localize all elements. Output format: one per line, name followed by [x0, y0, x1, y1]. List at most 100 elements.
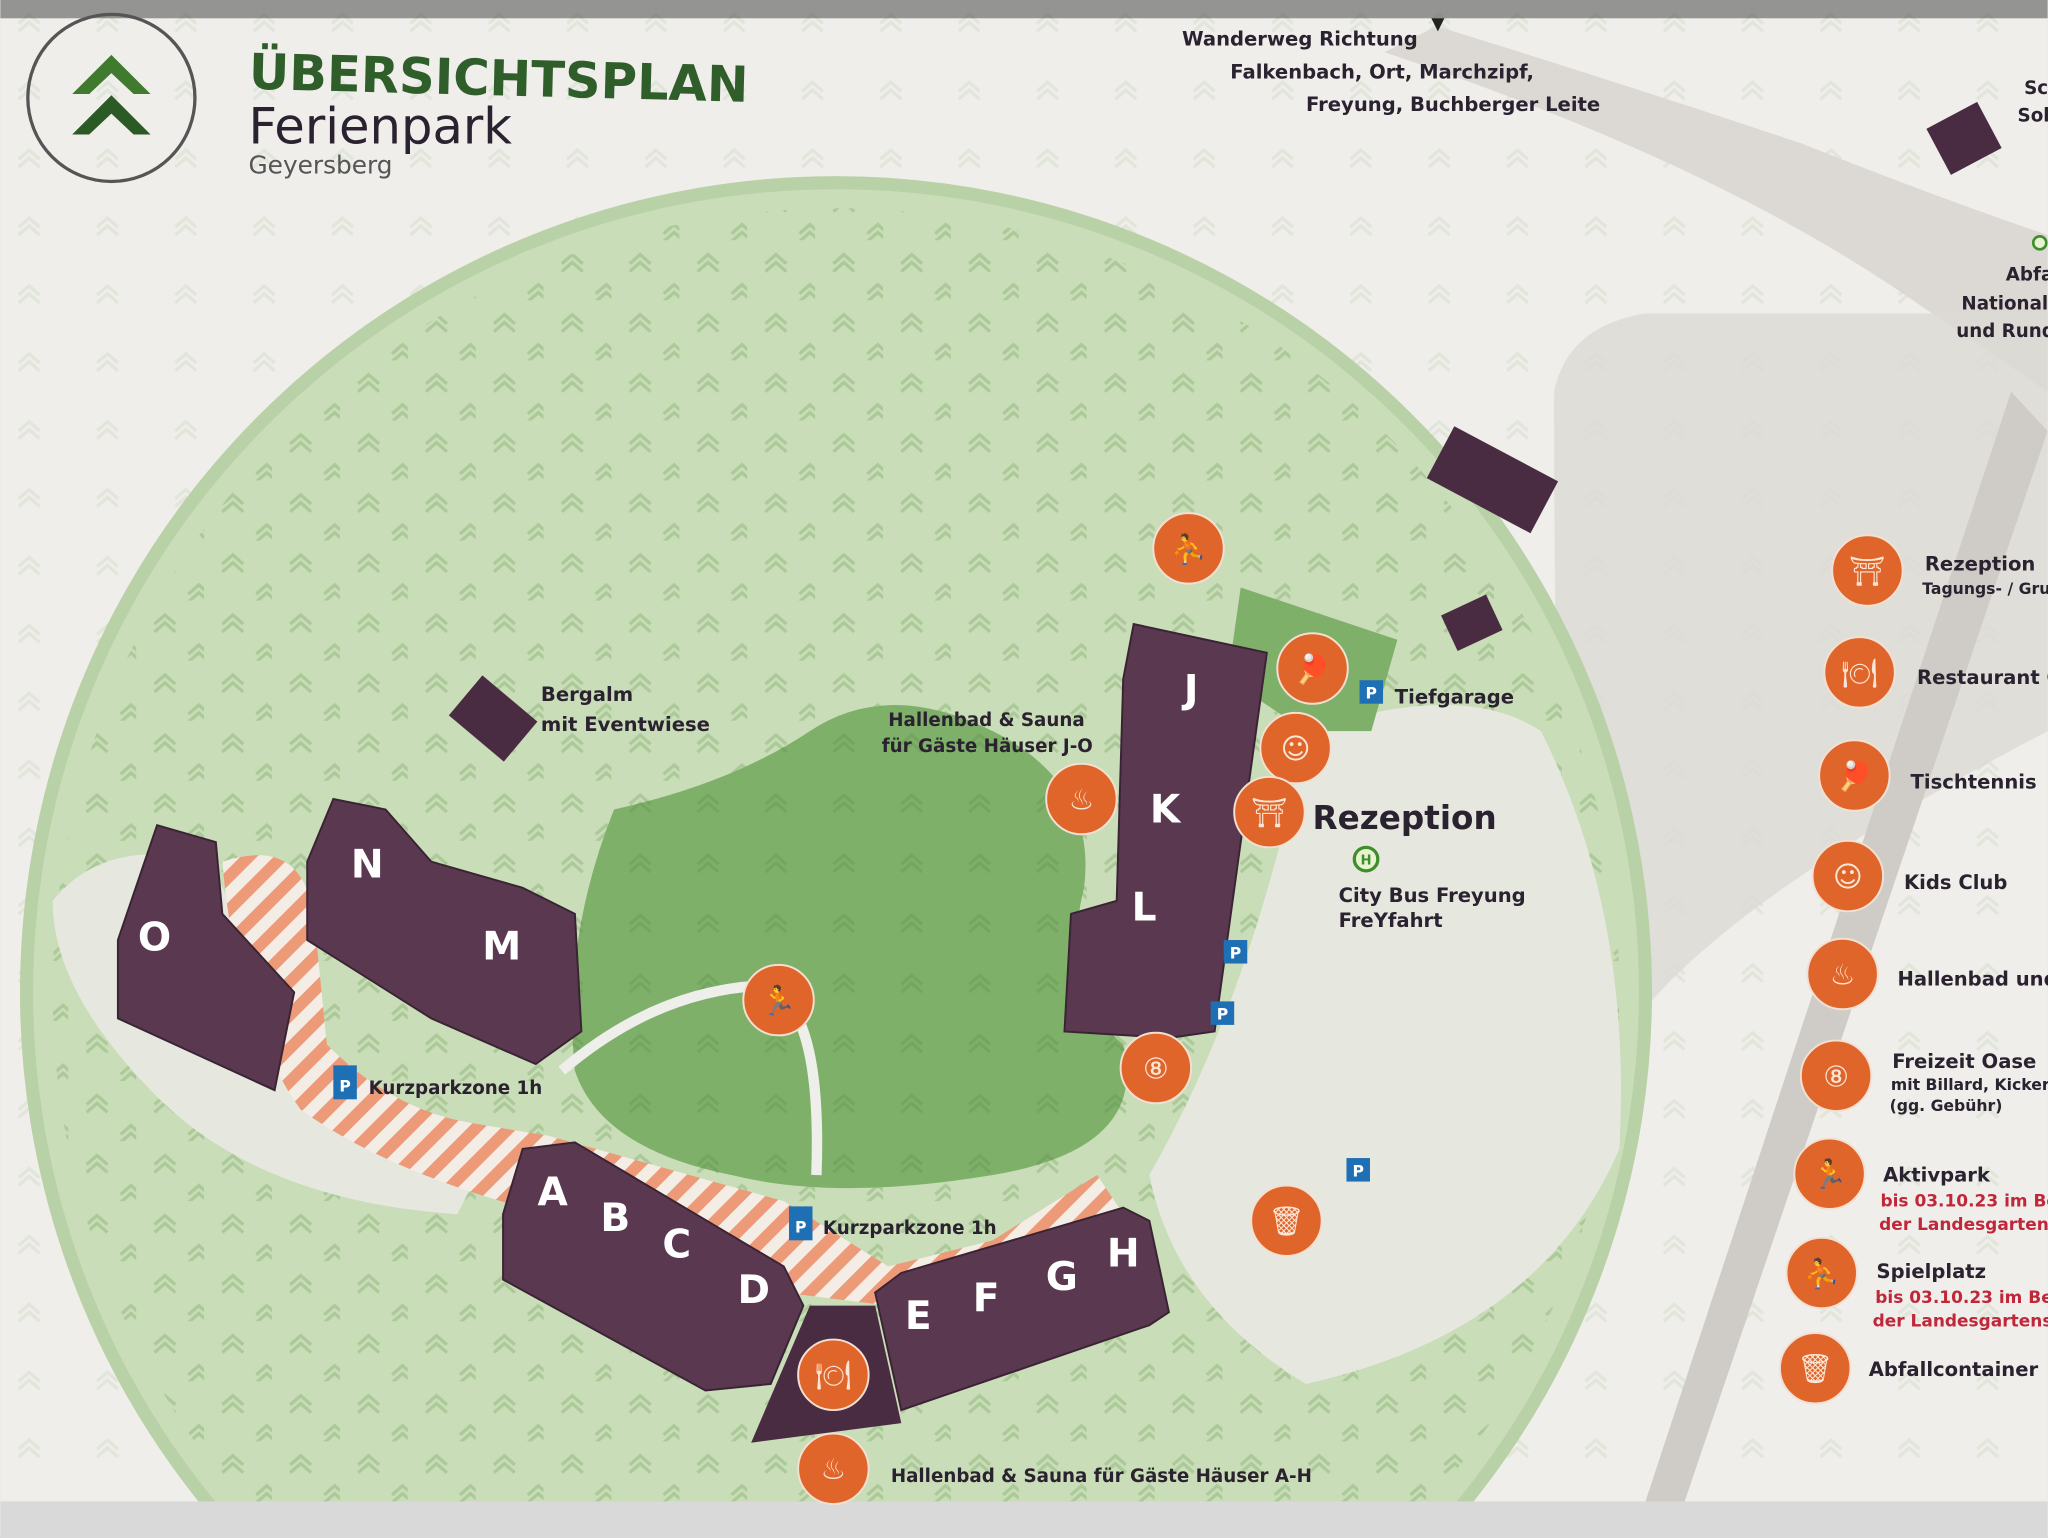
svg-text:bis 03.10.23 im Be: bis 03.10.23 im Be	[1880, 1191, 2048, 1211]
building-N-M[interactable]: N M	[306, 797, 583, 1066]
svg-text:🍽: 🍽	[1841, 656, 1877, 690]
table-tennis-icon[interactable]: 🏓	[1276, 632, 1349, 705]
building-label-g: G	[1046, 1255, 1078, 1300]
svg-text:Hallenbad und S: Hallenbad und S	[1897, 968, 2048, 991]
billiard-icon[interactable]: ⑧	[1119, 1031, 1193, 1105]
kurzparkzone-label-1: Kurzparkzone 1h	[369, 1078, 543, 1099]
svg-text:🗑: 🗑	[1797, 1352, 1833, 1386]
building-label-a: A	[538, 1170, 569, 1215]
road-east-area	[1554, 313, 2048, 1045]
svg-text:für Gäste Häuser J-O: für Gäste Häuser J-O	[882, 736, 1093, 757]
parking-sign-tiefgarage: P	[1359, 680, 1384, 704]
building-outside-2	[1441, 594, 1503, 652]
building-label-l: L	[1132, 885, 1157, 930]
svg-text:🍽: 🍽	[815, 1358, 851, 1392]
central-meadow-trees	[572, 705, 1127, 1189]
bergalm-label: Bergalm mit Eventwiese	[541, 683, 710, 736]
legend-item-hallenbad: ♨ Hallenbad und S	[1806, 937, 2048, 1011]
parking-sign-kurzpark-2: P	[788, 1206, 813, 1241]
svg-text:Bergalm: Bergalm	[541, 683, 633, 706]
svg-text:Freizeit Oase: Freizeit Oase	[1892, 1050, 2036, 1073]
svg-text:P: P	[1217, 1005, 1228, 1024]
legend-item-tischtennis: 🏓 Tischtennis	[1818, 739, 2037, 812]
playground-icon[interactable]: ⛹	[1152, 512, 1225, 585]
building-label-k: K	[1150, 788, 1182, 833]
svg-text:🏃: 🏃	[1812, 1157, 1848, 1191]
hallenbad-ah-label: Hallenbad & Sauna für Gäste Häuser A-H	[891, 1466, 1312, 1487]
legend-item-aktivpark: 🏃 Aktivpark bis 03.10.23 im Be der Lande…	[1793, 1137, 2048, 1235]
svg-text:Tischtennis: Tischtennis	[1911, 771, 2037, 794]
svg-text:Spielplatz: Spielplatz	[1877, 1260, 1987, 1283]
building-label-e: E	[905, 1294, 932, 1339]
parking-sign-3: P	[1346, 1158, 1370, 1182]
building-outside-3	[1926, 101, 2002, 175]
kids-club-icon	[1811, 839, 1885, 913]
svg-text:FreYfahrt: FreYfahrt	[1339, 909, 1443, 932]
building-A-D[interactable]: A B C D	[502, 1141, 805, 1392]
svg-text:Hallenbad & Sauna: Hallenbad & Sauna	[888, 710, 1084, 731]
parking-sign-2: P	[1210, 1001, 1235, 1025]
billiard-icon	[1799, 1039, 1873, 1113]
map-location: Geyersberg	[248, 151, 392, 180]
building-label-m: M	[482, 925, 521, 970]
svg-text:⛩: ⛩	[1251, 796, 1287, 830]
svg-text:National: National	[1961, 293, 2048, 314]
map-subtitle: Ferienpark	[248, 98, 512, 156]
building-label-c: C	[662, 1222, 691, 1267]
building-J-K-L[interactable]: J K L	[1063, 622, 1268, 1039]
svg-text:♨: ♨	[1069, 782, 1095, 816]
svg-text:P: P	[1366, 683, 1377, 702]
svg-text:⑧: ⑧	[1823, 1059, 1849, 1093]
svg-text:🗑: 🗑	[1268, 1204, 1304, 1238]
kids-club-icon[interactable]: ☺	[1259, 711, 1332, 785]
svg-text:Abfa: Abfa	[2006, 265, 2048, 286]
svg-text:bis 03.10.23 im Be: bis 03.10.23 im Be	[1875, 1288, 2048, 1308]
hallenbad-jo-label: Hallenbad & Sauna für Gäste Häuser J-O	[882, 710, 1093, 757]
direction-arrow-icon	[1431, 18, 1445, 32]
svg-text:♨: ♨	[821, 1452, 847, 1486]
restaurant-icon	[1823, 636, 1896, 709]
legend-item-spielplatz: ⛹ Spielplatz bis 03.10.23 im Be der Land…	[1785, 1236, 2048, 1331]
building-O[interactable]: O	[116, 823, 296, 1092]
map-title: ÜBERSICHTSPLAN	[248, 42, 749, 114]
svg-text:City Bus Freyung: City Bus Freyung	[1339, 884, 1526, 907]
parking-sign-kurzpark-1: P	[333, 1065, 357, 1100]
pool-sauna-icon[interactable]: ♨	[1045, 762, 1118, 836]
legend-item-abfallcontainer: 🗑 Abfallcontainer	[1778, 1332, 2039, 1405]
kurzparkzone-label-2: Kurzparkzone 1h	[823, 1218, 997, 1239]
wanderweg-label: Wanderweg Richtung Falkenbach, Ort, Marc…	[1182, 18, 1600, 116]
playground-icon	[1785, 1236, 1858, 1310]
building-E-H[interactable]: E F G H	[874, 1206, 1171, 1412]
svg-text:⛹: ⛹	[1171, 532, 1207, 566]
waste-container-icon[interactable]: 🗑	[1250, 1184, 1323, 1257]
svg-text:♨: ♨	[1830, 957, 1856, 991]
svg-text:⛩: ⛩	[1849, 554, 1885, 588]
waste-container-icon	[1778, 1332, 1852, 1405]
svg-text:Tagungs- / Grup: Tagungs- / Grup	[1922, 579, 2048, 598]
tiefgarage-label: Tiefgarage	[1395, 686, 1514, 709]
reception-icon[interactable]: ⛩	[1233, 775, 1306, 849]
activity-park-icon[interactable]: 🏃	[742, 963, 815, 1037]
reception-desk-icon	[1831, 534, 1904, 607]
legend: ⛩ Rezeption Tagungs- / Grup 🍽 Restaurant…	[1778, 534, 2048, 1405]
restaurant-icon[interactable]: 🍽	[797, 1338, 870, 1412]
building-label-j: J	[1181, 667, 1199, 712]
svg-text:Wanderweg Richtung: Wanderweg Richtung	[1182, 28, 1418, 51]
citybus-label: City Bus Freyung FreYfahrt	[1339, 884, 1526, 932]
svg-text:⑧: ⑧	[1143, 1051, 1169, 1085]
svg-text:P: P	[1230, 943, 1241, 962]
svg-text:Kids Club: Kids Club	[1904, 871, 2007, 894]
svg-text:Sc: Sc	[2024, 78, 2048, 99]
bus-stop-icon: H	[1352, 845, 1380, 873]
building-outside-1	[1426, 426, 1559, 534]
svg-text:Abfallcontainer: Abfallcontainer	[1869, 1358, 2039, 1381]
legend-item-kids-club: ☺ Kids Club	[1811, 839, 2007, 913]
svg-text:☺: ☺	[1281, 732, 1311, 766]
rezeption-label: Rezeption	[1313, 799, 1497, 837]
svg-text:P: P	[339, 1076, 350, 1095]
pool-sauna-icon-ah[interactable]: ♨	[797, 1432, 870, 1506]
table-tennis-icon	[1818, 739, 1891, 812]
logo	[26, 12, 197, 184]
building-label-o: O	[138, 915, 171, 960]
svg-text:🏓: 🏓	[1295, 651, 1331, 686]
